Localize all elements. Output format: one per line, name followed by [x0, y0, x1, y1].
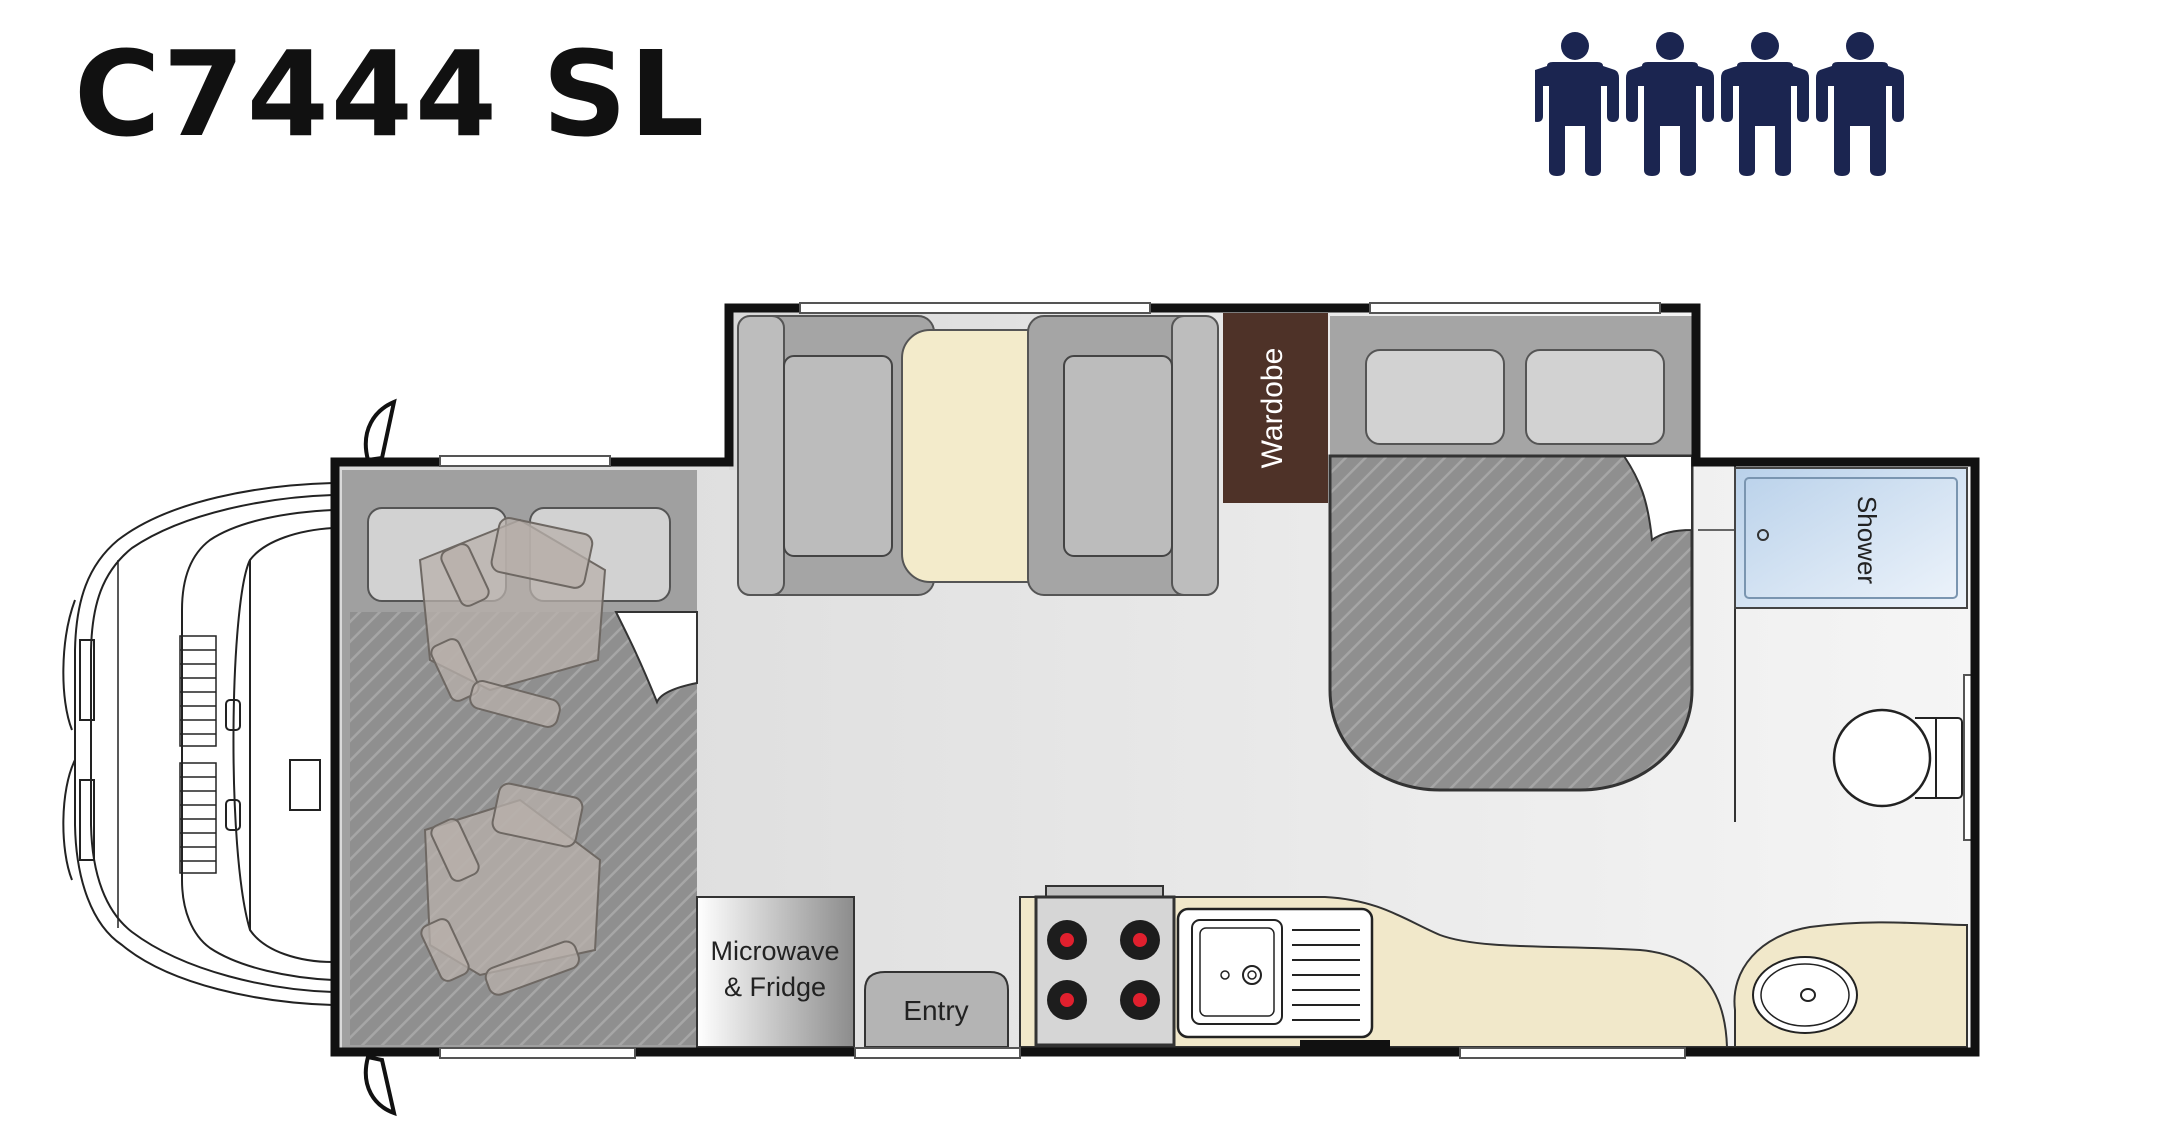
basin-icon [1752, 956, 1858, 1034]
microwave-label-line2: & Fridge [724, 972, 826, 1002]
dinette-backrest-right [1171, 315, 1219, 596]
front-bed-corner-fold [614, 611, 698, 705]
burner-icon [1047, 920, 1160, 1020]
window-front-left [439, 455, 611, 467]
entry-label: Entry [903, 995, 968, 1026]
person-icon [1816, 32, 1904, 176]
shower [1734, 467, 1968, 609]
person-icon [1721, 32, 1809, 176]
microwave-label-line1: Microwave [710, 936, 839, 966]
dinette-cushion-left [783, 355, 893, 557]
entry-step [864, 971, 1009, 1048]
window-front-right [439, 1047, 636, 1059]
window-slideout-left [799, 302, 1151, 314]
wardrobe-label: Wardobe [1256, 348, 1289, 469]
microwave-fridge [696, 896, 855, 1048]
rear-bed-mattress [1328, 454, 1694, 792]
rear-cushion-left [1365, 349, 1505, 445]
window-slideout-right [1369, 302, 1661, 314]
entry-door[interactable] [1300, 1040, 1390, 1050]
rear-cushion-right [1525, 349, 1665, 445]
cooktop [1034, 895, 1176, 1047]
sleeps-indicator [1535, 32, 1904, 176]
driver-swivel-seat [418, 517, 607, 728]
passenger-swivel-seat [420, 782, 602, 996]
right-mirror [363, 1054, 397, 1117]
shower-tray [1744, 477, 1958, 599]
vehicle-cab [62, 481, 334, 1007]
rear-bed-corner-fold [1622, 455, 1693, 542]
window-kitchen [1459, 1047, 1686, 1059]
shower-drain-icon [1757, 529, 1769, 541]
sink-icon [1176, 907, 1374, 1039]
person-icon [1626, 32, 1714, 176]
dinette-backrest-left [737, 315, 785, 596]
left-mirror [363, 398, 397, 463]
toilet-icon [1832, 708, 1963, 808]
wardrobe [1223, 313, 1328, 503]
window-entry [854, 1047, 1021, 1059]
shower-label: Shower [1852, 496, 1882, 584]
dinette-cushion-right [1063, 355, 1173, 557]
model-title: C7444 SL [74, 25, 707, 163]
person-icon [1535, 32, 1619, 176]
